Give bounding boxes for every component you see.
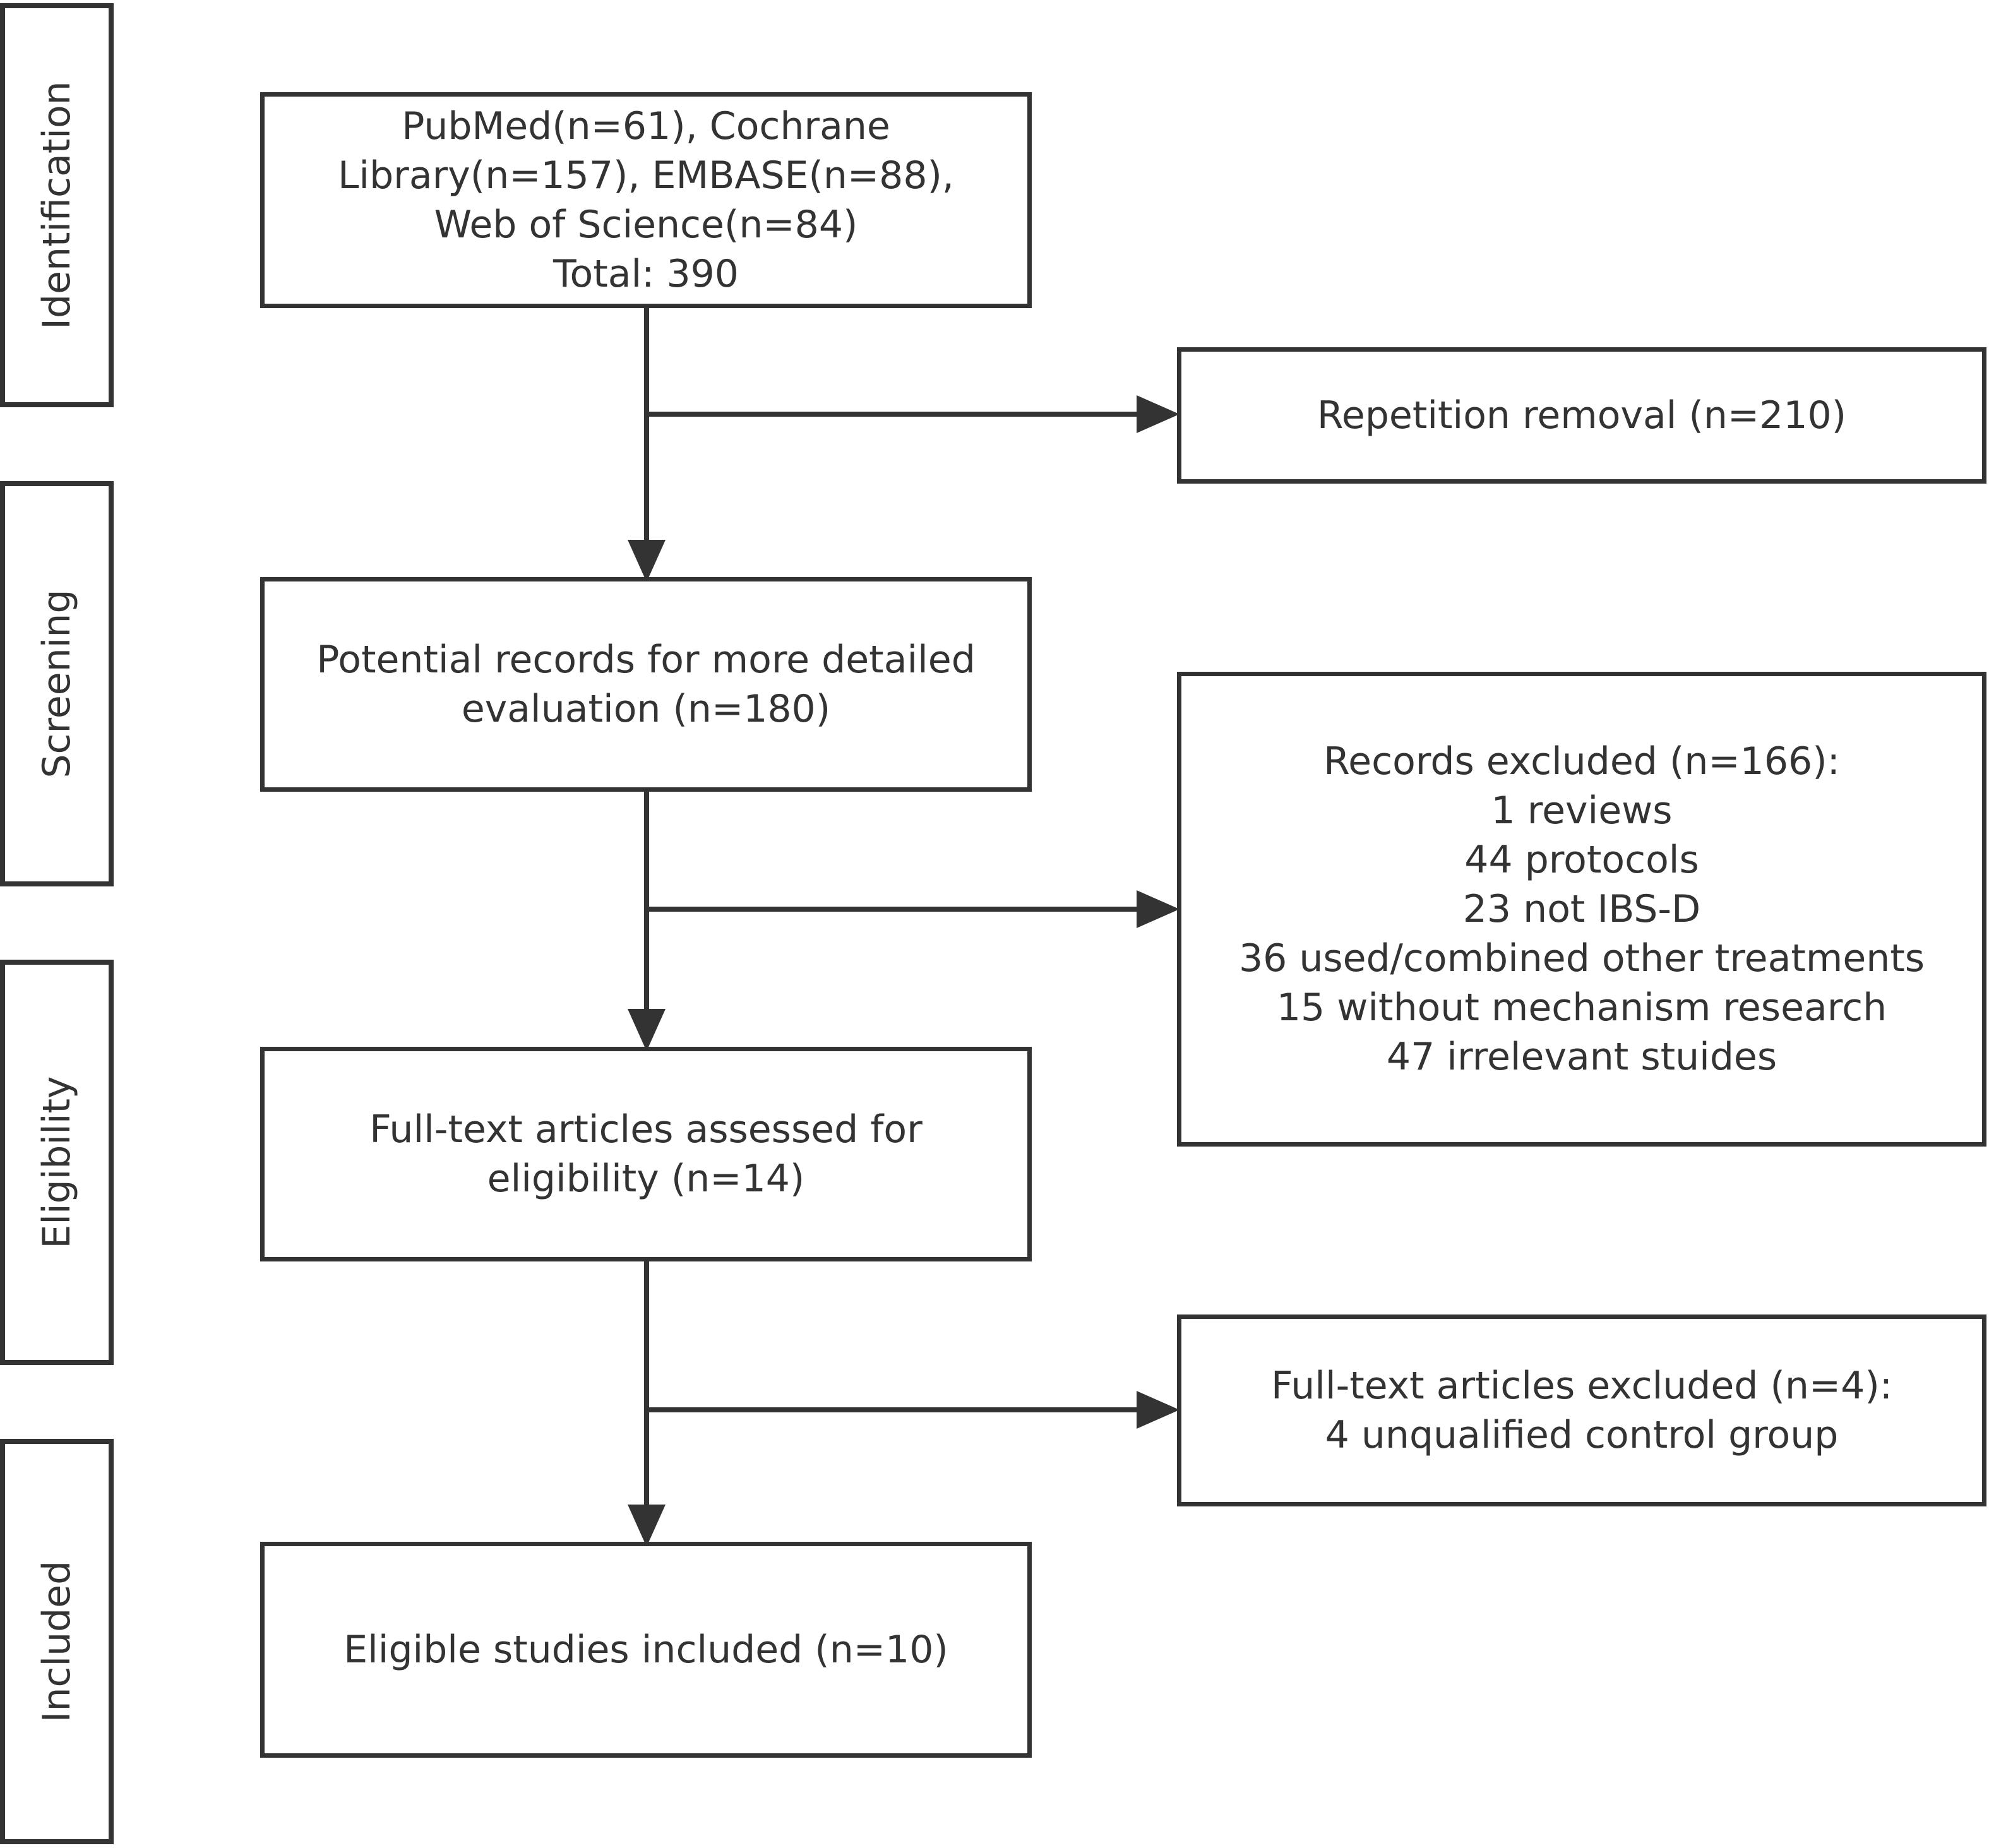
box-line: Web of Science(n=84) xyxy=(434,203,858,247)
box-line: 23 not IBS-D xyxy=(1462,887,1701,931)
stage-screening: Screening xyxy=(0,481,114,886)
fulltext-assessed-box: Full-text articles assessed for eligibil… xyxy=(260,1047,1032,1261)
box-line: Full-text articles assessed for xyxy=(369,1107,923,1152)
stage-included: Included xyxy=(0,1439,114,1844)
box-line: 36 used/combined other treatments xyxy=(1238,936,1925,981)
arrowhead-down-2 xyxy=(628,1009,666,1051)
box-line: 15 without mechanism research xyxy=(1276,986,1887,1030)
box-line: Library(n=157), EMBASE(n=88), xyxy=(338,153,954,198)
eligible-studies-box: Eligible studies included (n=10) xyxy=(260,1542,1032,1758)
repetition-removal-box: Repetition removal (n=210) xyxy=(1177,347,1986,484)
arrowhead-down-1 xyxy=(628,540,666,582)
box-line: 1 reviews xyxy=(1491,789,1673,833)
identification-box: PubMed(n=61), Cochrane Library(n=157), E… xyxy=(260,92,1032,308)
arrowhead-right-2 xyxy=(1137,890,1180,928)
box-line: Records excluded (n=166): xyxy=(1323,739,1840,784)
box-line: Full-text articles excluded (n=4): xyxy=(1271,1364,1892,1408)
box-line: 4 unqualified control group xyxy=(1325,1413,1839,1457)
stage-identification: Identification xyxy=(0,3,114,407)
potential-records-box: Potential records for more detailed eval… xyxy=(260,577,1032,792)
box-line: Potential records for more detailed xyxy=(316,638,976,682)
arrowhead-right-3 xyxy=(1137,1391,1180,1429)
box-line: 47 irrelevant stuides xyxy=(1386,1035,1777,1079)
records-excluded-box: Records excluded (n=166): 1 reviews 44 p… xyxy=(1177,672,1986,1147)
arrowhead-right-1 xyxy=(1137,395,1180,433)
box-line: Repetition removal (n=210) xyxy=(1317,393,1847,438)
box-line: eligibility (n=14) xyxy=(487,1157,805,1201)
box-line: evaluation (n=180) xyxy=(461,687,831,731)
stage-eligibility: Eligibility xyxy=(0,960,114,1365)
fulltext-excluded-box: Full-text articles excluded (n=4): 4 unq… xyxy=(1177,1314,1986,1506)
box-line: Total: 390 xyxy=(553,252,739,296)
box-line: Eligible studies included (n=10) xyxy=(343,1628,948,1672)
arrowhead-down-3 xyxy=(628,1505,666,1547)
box-line: PubMed(n=61), Cochrane xyxy=(402,104,890,148)
box-line: 44 protocols xyxy=(1464,838,1699,882)
